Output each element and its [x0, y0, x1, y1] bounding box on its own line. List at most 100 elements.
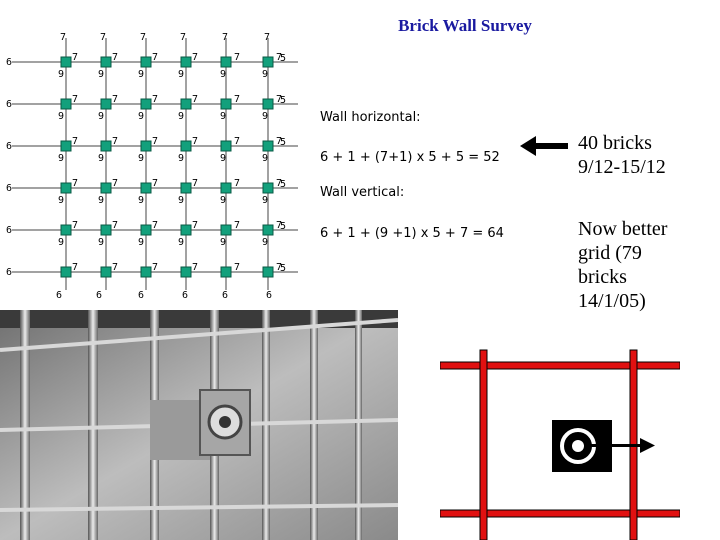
grid-marker	[262, 224, 274, 236]
row-right-label: 5	[280, 179, 286, 190]
brick-wall-photo	[0, 310, 398, 540]
cell-label: 9	[220, 237, 226, 248]
row-left-label: 6	[6, 141, 12, 152]
grid-marker	[220, 266, 232, 278]
row-left-label: 6	[6, 57, 12, 68]
grid-marker	[60, 98, 72, 110]
cell-label: 7	[152, 52, 158, 63]
cell-label: 7	[152, 94, 158, 105]
cell-label: 7	[192, 262, 198, 273]
cell-label: 7	[152, 220, 158, 231]
cell-label: 7	[234, 52, 240, 63]
cell-label: 9	[178, 69, 184, 80]
wall-horizontal-formula: 6 + 1 + (7+1) x 5 + 5 = 52	[320, 150, 500, 165]
cell-label: 7	[112, 136, 118, 147]
grid-marker	[140, 182, 152, 194]
cell-label: 9	[262, 153, 268, 164]
grid-marker	[60, 224, 72, 236]
cell-label: 9	[58, 69, 64, 80]
grid-marker	[100, 140, 112, 152]
bricks-note-line2: 9/12-15/12	[578, 156, 666, 178]
cell-label: 7	[276, 136, 282, 147]
better-note-line2: grid (79	[578, 242, 642, 264]
cell-label: 7	[192, 220, 198, 231]
cell-label: 9	[98, 153, 104, 164]
cell-label: 7	[276, 178, 282, 189]
cell-label: 7	[234, 94, 240, 105]
cell-label: 7	[234, 136, 240, 147]
row-left-label: 6	[6, 267, 12, 278]
cell-label: 7	[276, 262, 282, 273]
grid-marker	[180, 266, 192, 278]
cell-label: 7	[276, 94, 282, 105]
grid-marker	[60, 266, 72, 278]
top-label: 7	[60, 32, 66, 43]
row-right-label: 5	[280, 137, 286, 148]
slide-title: Brick Wall Survey	[398, 16, 532, 35]
row-right-label: 5	[280, 95, 286, 106]
wall-horizontal-label: Wall horizontal:	[320, 110, 421, 125]
grid-marker	[100, 56, 112, 68]
row-left-label: 6	[6, 225, 12, 236]
cell-label: 7	[72, 52, 78, 63]
cell-label: 7	[112, 220, 118, 231]
grid-marker	[180, 56, 192, 68]
grid-marker	[262, 98, 274, 110]
grid-marker	[140, 98, 152, 110]
cell-label: 9	[138, 195, 144, 206]
cell-label: 7	[112, 262, 118, 273]
cell-label: 9	[58, 111, 64, 122]
cell-label: 9	[98, 111, 104, 122]
wall-vertical-label: Wall vertical:	[320, 185, 405, 200]
top-label: 7	[222, 32, 228, 43]
grid-marker	[220, 98, 232, 110]
cell-label: 7	[192, 94, 198, 105]
cell-label: 7	[192, 136, 198, 147]
cell-label: 7	[72, 178, 78, 189]
bottom-label: 6	[96, 290, 102, 301]
cell-label: 9	[262, 69, 268, 80]
grid-marker	[180, 98, 192, 110]
cell-label: 7	[112, 94, 118, 105]
grid-marker	[220, 224, 232, 236]
cell-label: 7	[192, 178, 198, 189]
grid-marker	[220, 140, 232, 152]
cell-label: 9	[138, 69, 144, 80]
cell-label: 9	[220, 195, 226, 206]
grid-marker	[60, 56, 72, 68]
grid-marker	[262, 266, 274, 278]
cell-label: 9	[98, 69, 104, 80]
cell-label: 7	[192, 52, 198, 63]
cell-label: 9	[138, 237, 144, 248]
cell-label: 7	[72, 220, 78, 231]
cell-label: 9	[58, 195, 64, 206]
grid-marker	[220, 182, 232, 194]
better-note-line1: Now better	[578, 218, 668, 240]
cell-label: 9	[58, 153, 64, 164]
cell-label: 7	[276, 52, 282, 63]
row-left-label: 6	[6, 183, 12, 194]
grid-marker	[140, 266, 152, 278]
left-arrow-icon	[520, 136, 568, 156]
bottom-label: 6	[222, 290, 228, 301]
row-right-label: 5	[280, 263, 286, 274]
cell-label: 7	[234, 262, 240, 273]
top-label: 7	[180, 32, 186, 43]
cell-label: 9	[178, 153, 184, 164]
grid-marker	[220, 56, 232, 68]
cell-label: 7	[112, 178, 118, 189]
grid-marker	[100, 224, 112, 236]
cell-label: 7	[234, 220, 240, 231]
better-grid-note: Now better grid (79 bricks 14/1/05)	[578, 217, 667, 313]
grid-marker	[180, 224, 192, 236]
grid-marker	[60, 182, 72, 194]
grid-marker	[180, 182, 192, 194]
cell-label: 7	[72, 94, 78, 105]
grid-marker	[180, 140, 192, 152]
grid-marker	[262, 182, 274, 194]
grid-marker	[60, 140, 72, 152]
cell-label: 9	[262, 195, 268, 206]
grid-marker	[262, 140, 274, 152]
cell-label: 7	[234, 178, 240, 189]
